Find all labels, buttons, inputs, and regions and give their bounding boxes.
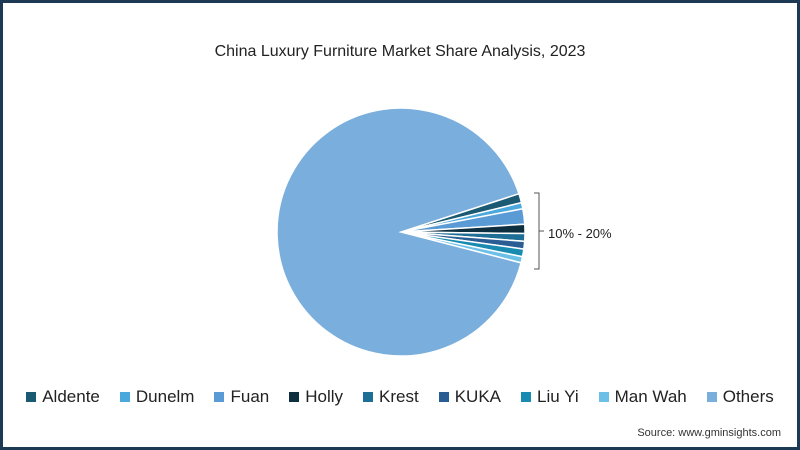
legend-label: KUKA bbox=[454, 387, 502, 406]
legend-item: Others bbox=[706, 387, 774, 407]
legend-swatch bbox=[26, 392, 37, 402]
legend-label: Aldente bbox=[42, 387, 100, 406]
legend: Aldente Dunelm Fuan Holly Krest KUKA Liu Yi Man… bbox=[3, 387, 797, 407]
source-note: Source: www.gminsights.com bbox=[637, 427, 781, 439]
legend-swatch bbox=[598, 392, 609, 402]
legend-label: Liu Yi bbox=[537, 387, 579, 406]
legend-swatch bbox=[119, 392, 130, 402]
chart-title: China Luxury Furniture Market Share Anal… bbox=[214, 43, 586, 60]
legend-label: Holly bbox=[305, 387, 344, 406]
legend-label: Man Wah bbox=[614, 387, 687, 406]
pie-chart bbox=[276, 107, 544, 357]
legend-label: Dunelm bbox=[135, 387, 195, 406]
legend-swatch bbox=[363, 392, 374, 402]
legend-item: Aldente bbox=[26, 387, 100, 407]
legend-item: Holly bbox=[289, 387, 343, 407]
range-annotation: 10% - 20% bbox=[548, 226, 612, 241]
legend-item: Fuan bbox=[214, 387, 269, 407]
legend-label: Fuan bbox=[230, 387, 270, 406]
legend-item: Krest bbox=[363, 387, 419, 407]
legend-item: KUKA bbox=[438, 387, 502, 407]
legend-item: Man Wah bbox=[598, 387, 687, 407]
legend-item: Dunelm bbox=[119, 387, 195, 407]
range-bracket bbox=[534, 192, 544, 270]
legend-item: Liu Yi bbox=[521, 387, 579, 407]
legend-label: Krest bbox=[379, 387, 419, 406]
legend-swatch bbox=[289, 392, 300, 402]
pie-slice-others bbox=[276, 107, 523, 357]
legend-label: Others bbox=[722, 387, 774, 406]
legend-swatch bbox=[521, 392, 532, 402]
legend-swatch bbox=[438, 392, 449, 402]
legend-swatch bbox=[706, 392, 717, 402]
legend-swatch bbox=[214, 392, 225, 402]
